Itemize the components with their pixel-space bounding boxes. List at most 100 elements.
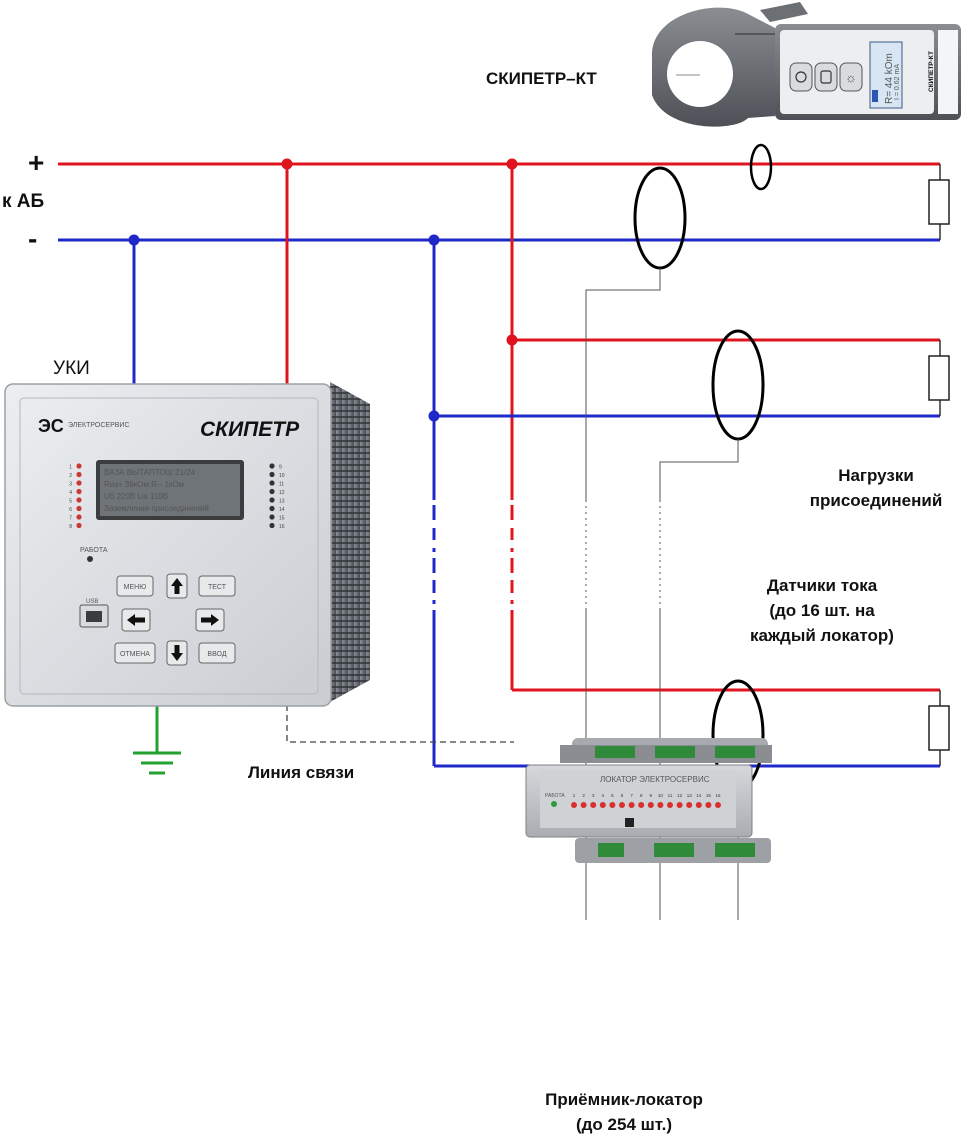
uki-led-number: 2 — [69, 473, 72, 479]
svg-text:МЕНЮ: МЕНЮ — [124, 584, 147, 591]
uki-led — [269, 463, 275, 469]
uki-led-number: 9 — [279, 465, 282, 471]
junction-dot — [281, 158, 293, 170]
locator-channel-number: 6 — [621, 793, 624, 798]
locator-bottom-terminals — [598, 843, 624, 857]
sensors-label: Датчики тока — [767, 576, 878, 595]
locator-title: ЛОКАТОР ЭЛЕКТРОСЕРВИС — [600, 775, 710, 784]
uki-led — [76, 488, 82, 495]
clamp-meter-device: ☼ R= 44 kOm I = 0.62 mA СКИПЕТР-КТ — [652, 2, 961, 127]
svg-text:ТЕСТ: ТЕСТ — [208, 584, 227, 591]
uki-led-number: 16 — [279, 524, 285, 530]
locator-channel-number: 7 — [630, 793, 633, 798]
uki-led — [76, 514, 82, 520]
menu-button[interactable]: МЕНЮ — [116, 575, 154, 597]
uki-status-label: РАБОТА — [80, 547, 108, 554]
locator-status-led — [551, 801, 557, 807]
cancel-button[interactable]: ОТМЕНА — [114, 642, 156, 664]
locator-channel-led — [571, 802, 577, 808]
junction-dot — [506, 158, 518, 170]
uki-heatsink — [330, 382, 370, 702]
locator-channel-led — [590, 802, 597, 808]
loads-label: присоединений — [810, 491, 943, 510]
uki-led — [76, 480, 82, 486]
locator-channel-number: 12 — [677, 793, 683, 798]
arrow-up-button[interactable] — [166, 573, 188, 599]
uki-led-number: 5 — [69, 499, 72, 505]
uki-led-number: 7 — [69, 516, 72, 522]
locator-channel-led — [695, 802, 702, 808]
arrow-down-icon — [171, 645, 183, 661]
uki-status-led — [87, 556, 93, 562]
hold-button[interactable] — [814, 62, 838, 92]
uki-led-number: 1 — [69, 465, 72, 471]
arrow-left-button[interactable] — [121, 608, 151, 632]
arrow-right-button[interactable] — [195, 608, 225, 632]
backlight-button[interactable]: ☼ — [839, 62, 863, 92]
uki-led-number: 10 — [279, 473, 285, 479]
usb-label: USB — [86, 599, 98, 605]
comm-line-label: Линия связи — [248, 763, 354, 782]
current-sensors — [633, 143, 773, 791]
arrow-right-icon — [201, 614, 219, 626]
svg-text:ВВОД: ВВОД — [207, 651, 226, 658]
power-button[interactable] — [789, 62, 813, 92]
sensors-label: каждый локатор) — [750, 626, 894, 645]
clamp-display-r: R= 44 kOm — [884, 53, 895, 104]
branch-2 — [434, 338, 950, 418]
enter-button[interactable]: ВВОД — [198, 642, 236, 664]
plus-label: + — [28, 147, 44, 178]
lcd-line: Rиз+ 39кОм R-- 1кОм — [104, 480, 184, 489]
uki-led-number: 4 — [69, 490, 72, 496]
uki-led — [76, 522, 82, 529]
test-button[interactable]: ТЕСТ — [198, 575, 236, 597]
sensors-label: (до 16 шт. на — [769, 601, 875, 620]
locator-channel-number: 4 — [602, 793, 605, 798]
locator-channel-number: 16 — [715, 793, 721, 798]
clamp-display-i: I = 0.62 mA — [894, 64, 901, 100]
junction-dot — [428, 234, 440, 246]
locator-channel-number: 5 — [611, 793, 614, 798]
locator-channel-led — [628, 802, 635, 808]
load-resistor-3 — [928, 705, 950, 751]
receiver-label: Приёмник-локатор — [545, 1090, 703, 1109]
locator-channel-led — [705, 802, 712, 808]
uki-led — [76, 463, 82, 469]
sensor-signal-gap — [585, 500, 661, 610]
uki-led — [269, 514, 275, 520]
locator-channel-led — [638, 802, 645, 808]
junction-dot — [128, 234, 140, 246]
locator-channel-number: 3 — [592, 793, 595, 798]
locator-channel-led — [715, 802, 721, 808]
locator-channel-led — [676, 802, 683, 808]
uki-led-number: 15 — [279, 516, 285, 522]
load-resistor-2 — [928, 355, 950, 401]
clamp-meter-label: СКИПЕТР–КТ — [486, 69, 597, 88]
arrow-down-button[interactable] — [166, 640, 188, 666]
uki-led — [269, 505, 275, 512]
locator-channel-number: 15 — [706, 793, 712, 798]
clamp-measure-point — [749, 143, 773, 191]
uki-usb-port[interactable]: USB — [79, 599, 109, 628]
uki-led-number: 3 — [69, 482, 72, 488]
communication-line — [286, 705, 514, 743]
locator-channel-number: 8 — [640, 793, 643, 798]
ground-symbol — [133, 705, 181, 775]
uki-led — [269, 522, 275, 529]
uki-led — [76, 505, 82, 512]
uki-led-number: 11 — [279, 482, 284, 488]
minus-label: - — [28, 223, 37, 254]
uki-led-number: 14 — [279, 507, 285, 513]
locator-channel-led — [599, 802, 606, 808]
current-sensor-2 — [711, 329, 765, 441]
current-sensor-1 — [633, 166, 687, 270]
uki-led — [76, 471, 82, 478]
lcd-line: Заземление присоединений — [104, 504, 209, 513]
uki-led-number: 13 — [279, 499, 285, 505]
battery-label: к АБ — [2, 191, 44, 212]
uki-led — [76, 497, 82, 503]
locator-channel-number: 1 — [573, 793, 576, 798]
locator-channel-led — [609, 802, 616, 808]
